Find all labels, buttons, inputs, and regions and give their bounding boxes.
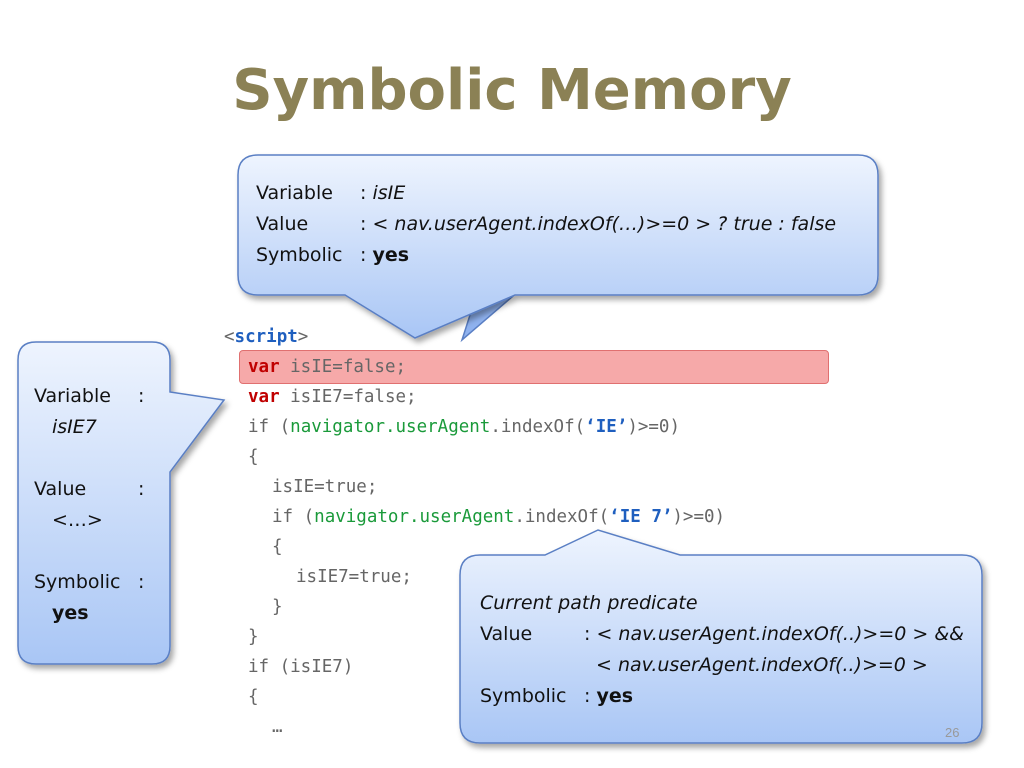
script-tag: script [234, 327, 298, 347]
script-gt: > [297, 327, 309, 347]
code-brace-close-1: } [248, 627, 259, 647]
code-ellipsis: … [272, 717, 283, 737]
string-ie: ‘IE’ [585, 417, 628, 437]
code-highlight [239, 350, 829, 384]
code-line-if2: if (navigator.userAgent.indexOf(‘IE 7’)>… [272, 502, 725, 532]
bottom-value-line2: < nav.userAgent.indexOf(..)>=0 > [596, 654, 928, 676]
bottom-heading: Current path predicate [480, 592, 698, 614]
left-value-label: Value [34, 478, 87, 500]
top-sep-1: : [360, 182, 367, 204]
top-value-value: < nav.userAgent.indexOf(…)>=0 > ? true :… [372, 213, 837, 235]
left-bubble-text: Variable: isIE7 Value: <…> Symbolic: yes [34, 381, 144, 629]
code-brace-open-1: { [248, 447, 259, 467]
code-line-assign-ie: isIE=true; [272, 477, 378, 497]
left-sep-3: : [138, 571, 145, 593]
bottom-symbolic-label: Symbolic [480, 685, 567, 707]
slide-number: 26 [945, 725, 960, 740]
if1-post: )>=0) [627, 417, 681, 437]
top-variable-value: isIE [372, 182, 406, 204]
code-line-if3: if (isIE7) [248, 657, 354, 677]
if2-mid: .indexOf( [514, 507, 610, 527]
code-line-2: var isIE7=false; [248, 382, 417, 412]
slide-title: Symbolic Memory [232, 58, 792, 123]
string-ie7: ‘IE 7’ [609, 507, 673, 527]
code-brace-open-2: { [272, 537, 283, 557]
left-symbolic-label: Symbolic [34, 571, 121, 593]
left-variable-label: Variable [34, 385, 111, 407]
code-brace-close-2: } [272, 597, 283, 617]
code-line-script: <script> [224, 322, 308, 352]
script-lt: < [224, 327, 235, 347]
top-bubble-text: Variable: isIE Value: < nav.userAgent.in… [256, 178, 836, 271]
if2-pre: if ( [272, 507, 315, 527]
left-sep-1: : [138, 385, 145, 407]
top-sep-3: : [360, 244, 367, 266]
code-line-assign-ie7: isIE7=true; [296, 567, 412, 587]
top-bubble [237, 154, 879, 339]
left-symbolic-value: yes [52, 602, 89, 624]
bottom-bubble-text: Current path predicate Value: < nav.user… [480, 588, 964, 712]
left-value-value: <…> [52, 509, 103, 531]
top-symbolic-value: yes [372, 244, 410, 266]
code-line-if1: if (navigator.userAgent.indexOf(‘IE’)>=0… [248, 412, 680, 442]
bottom-value-line1: < nav.userAgent.indexOf(..)>=0 > && [596, 623, 964, 645]
if1-mid: .indexOf( [490, 417, 586, 437]
top-variable-label: Variable [256, 182, 333, 204]
left-bubble [17, 341, 226, 665]
var-keyword: var [248, 357, 280, 377]
left-sep-2: : [138, 478, 145, 500]
code-brace-open-3: { [248, 687, 259, 707]
code-line-2-rest: isIE7=false; [279, 387, 417, 407]
var-keyword: var [248, 387, 280, 407]
bottom-sep-2: : [584, 685, 591, 707]
navigator-ref: navigator.userAgent [290, 417, 491, 437]
bottom-bubble [459, 529, 983, 744]
if2-post: )>=0) [672, 507, 726, 527]
top-sep-2: : [360, 213, 367, 235]
if1-pre: if ( [248, 417, 291, 437]
code-line-1: var isIE=false; [248, 352, 406, 382]
top-value-label: Value [256, 213, 309, 235]
left-variable-value: isIE7 [52, 416, 97, 438]
code-line-1-rest: isIE=false; [279, 357, 407, 377]
navigator-ref: navigator.userAgent [314, 507, 515, 527]
bottom-value-label: Value [480, 623, 533, 645]
bottom-sep-1: : [584, 623, 591, 645]
bottom-symbolic-value: yes [596, 685, 634, 707]
top-symbolic-label: Symbolic [256, 244, 343, 266]
